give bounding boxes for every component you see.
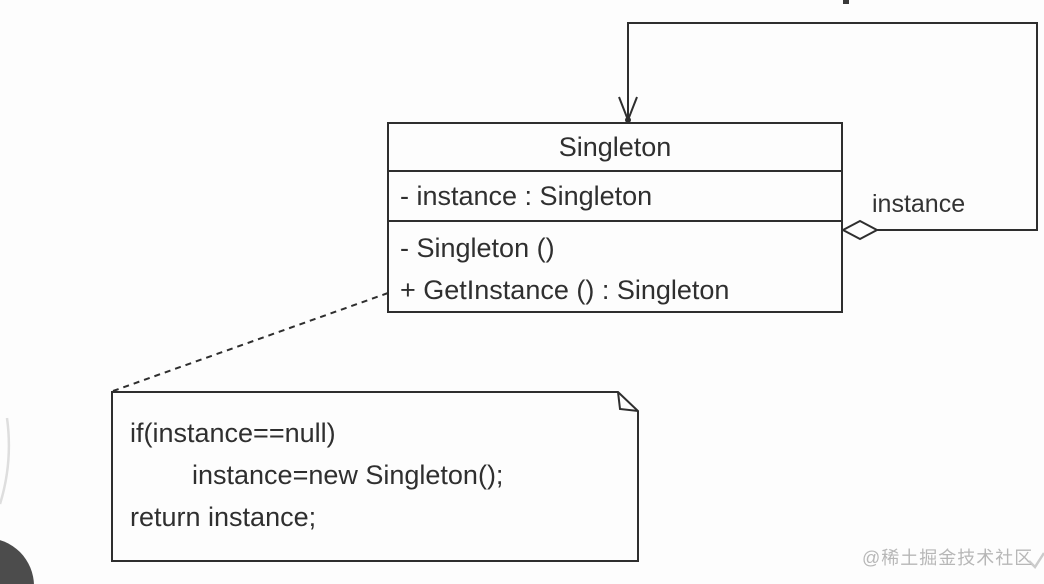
aggregation-diamond-icon — [840, 219, 880, 241]
class-box-singleton: Singleton - instance : Singleton - Singl… — [387, 122, 843, 313]
association-anchor-dot — [625, 117, 631, 123]
self-association-line — [627, 22, 1038, 231]
class-methods-compartment: - Singleton () + GetInstance () : Single… — [389, 220, 841, 311]
note-outline — [111, 391, 639, 562]
watermark-tick-icon — [1028, 552, 1044, 569]
note-code-block: if(instance==null) instance=new Singleto… — [130, 412, 620, 538]
association-label: instance — [872, 190, 966, 218]
watermark-text: @稀土掘金技术社区 — [862, 548, 1034, 568]
note-code-line: if(instance==null) — [130, 418, 336, 448]
class-method: + GetInstance () : Singleton — [400, 275, 730, 305]
note-anchor-dashed-line — [112, 292, 389, 392]
class-attribute: - instance : Singleton — [400, 181, 653, 211]
note-code-line: return instance; — [130, 502, 317, 532]
class-name: Singleton — [558, 132, 672, 162]
class-method: - Singleton () — [400, 233, 555, 263]
note-fold-icon — [617, 391, 639, 412]
note-code-line: instance=new Singleton(); — [192, 460, 504, 490]
faint-edge-arc — [0, 417, 11, 505]
top-edge-speck — [843, 0, 849, 4]
class-attributes-compartment: - instance : Singleton — [389, 170, 841, 220]
player-overlay-circle — [0, 540, 34, 584]
